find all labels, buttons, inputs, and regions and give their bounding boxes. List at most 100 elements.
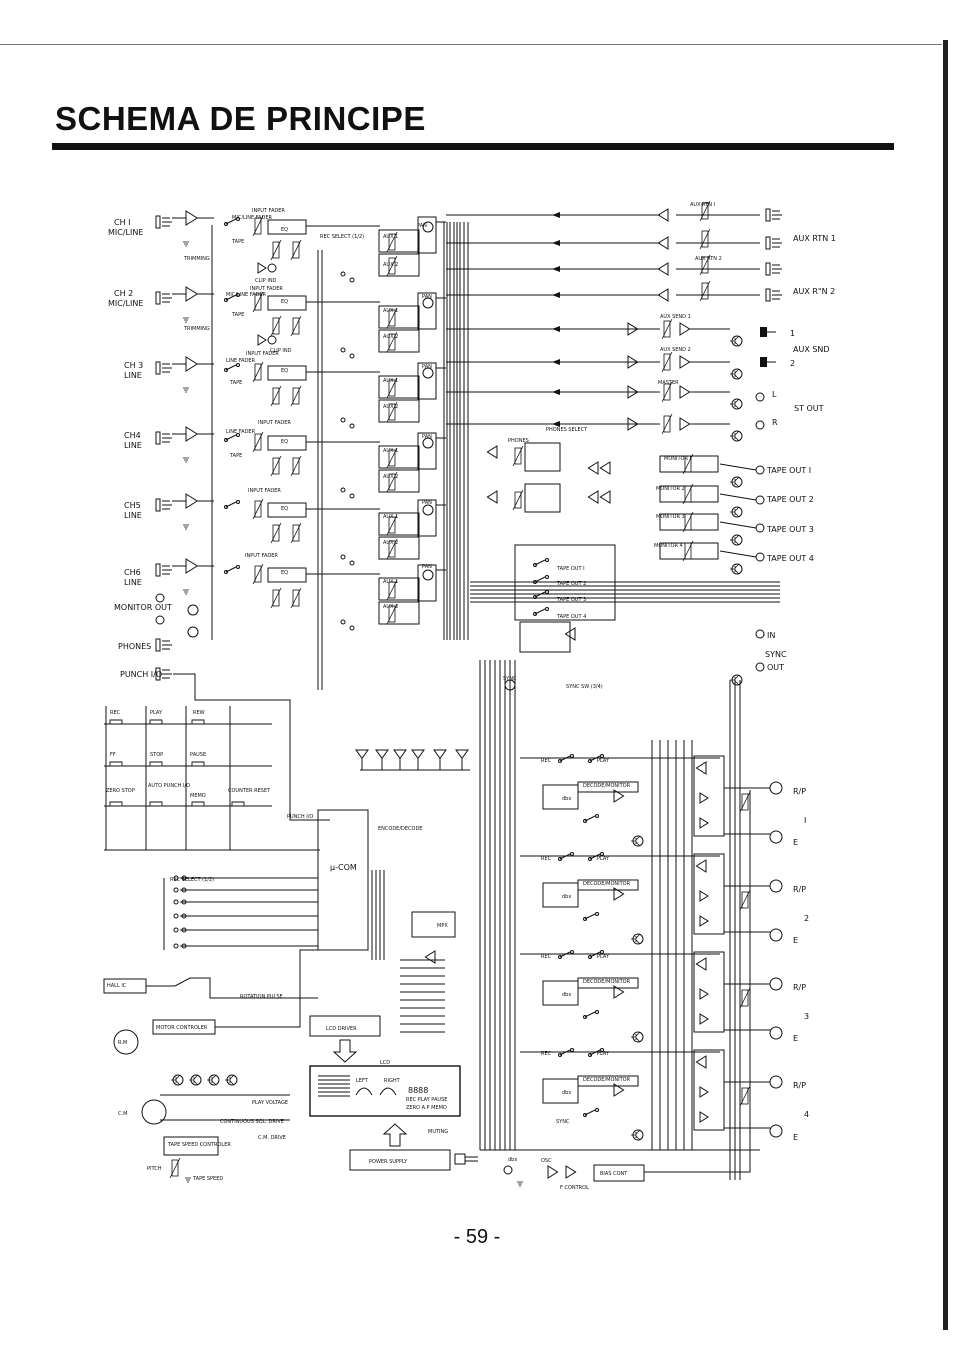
sync-out-jack-icon	[755, 662, 765, 672]
phones-select-switch-box-2	[524, 483, 561, 513]
master-r-fader	[663, 415, 671, 433]
monitor-amp-l	[599, 461, 611, 475]
rec1-label: REC	[541, 758, 552, 764]
track4-rec-switch-contact	[570, 1048, 574, 1052]
track1-label: I	[804, 816, 806, 825]
track4-rec-switch-pole	[558, 1053, 562, 1057]
ch3-eq-box	[267, 365, 307, 381]
pitch-label: PITCH	[147, 1166, 162, 1172]
ch3-aux2-pot-wiper	[386, 401, 398, 423]
e3-label: E	[793, 1034, 798, 1043]
bias-cont-box	[593, 1164, 645, 1182]
aux-rtn1-l-amp	[657, 208, 669, 222]
master-r-amp	[627, 417, 639, 431]
track4-erase-amp	[699, 1111, 709, 1123]
rec-select-contact-0	[173, 875, 179, 881]
mpx-label: MPX	[437, 923, 448, 929]
master-l-fader-wiper	[661, 381, 673, 403]
track1-rec-switch-blade	[559, 755, 571, 762]
ch1-mic-line-fader-label: MIC/LINE FADER	[232, 215, 273, 221]
aux-rtn1-r-jack-icon	[765, 236, 771, 250]
ch6-pan-label: PAN	[422, 564, 432, 570]
rec-select-contact-b2	[181, 899, 187, 905]
aux-snd-2-label: 2	[790, 359, 795, 368]
phones-select-switch-box	[524, 442, 561, 472]
ch1-label: CH I	[114, 218, 131, 227]
track1-dbx-box	[542, 784, 579, 810]
hall-ic-box	[103, 978, 147, 994]
ch6-input-fader	[254, 565, 262, 583]
ch4-rec-select-contact	[340, 487, 346, 493]
transport-key-2-0-icon	[104, 801, 128, 807]
track1-play-switch-contact	[600, 754, 604, 758]
track4-sync-switch-pole	[583, 1113, 587, 1117]
ch1-rec-select-contact	[340, 271, 346, 277]
ch6-aux2-pot-wiper	[386, 603, 398, 625]
track2-rec-switch-pole	[558, 857, 562, 861]
ch1-rec-select-contact-b	[349, 277, 355, 283]
ch2-aux2-pot	[388, 333, 396, 351]
aux-send1-amp	[627, 322, 639, 336]
ch6-tape-switch-contact	[236, 565, 240, 569]
phones-label: PHONES	[508, 438, 529, 444]
ch5-tape-switch-contact	[236, 500, 240, 504]
punch-io-line-label: PUNCH I/O	[287, 814, 313, 820]
aux-snd-label: AUX SND	[793, 345, 830, 354]
track3-head-amp-block	[693, 951, 725, 1033]
ch3-ground-icon	[183, 387, 189, 393]
tape-out2-jack-icon	[755, 495, 765, 505]
ch2-aux1-label: AUX 1	[383, 308, 398, 314]
blocks	[103, 200, 783, 1187]
monitor-labels: PHONES PHONES SELECT MONITOR I MONITOR 2…	[114, 427, 691, 690]
aux-rtn1-r-jack-icon-pins	[772, 238, 782, 248]
tape-out-sw3-label: TAPE OUT 3	[556, 597, 586, 603]
power-supply-box	[349, 1149, 451, 1171]
aux-rtn1-l-pot-wiper	[699, 200, 711, 222]
ch6-fader-label: INPUT FADER	[245, 553, 278, 559]
tape-out-sw2-label: TAPE OUT 2	[556, 581, 586, 587]
ch3-pan-box	[417, 362, 437, 400]
motor-controler-box	[152, 1019, 216, 1035]
aux-snd2-jack-icon	[760, 357, 767, 367]
aux-send2-fader-wiper	[661, 351, 673, 373]
dbx3-label: dbx	[562, 992, 571, 998]
ch2-aux2-pot-wiper	[386, 331, 398, 353]
transport-key-1-2-icon	[186, 761, 210, 767]
ch1-input-jack-icon-pins	[162, 217, 172, 227]
ch1-aux2-label: AUX 2	[383, 262, 398, 268]
ch1-eq-label: EQ	[281, 227, 288, 233]
ch1-aux1-label: AUX 1	[383, 234, 398, 240]
aux-send2-fader	[663, 353, 671, 371]
play-voltage-label: PLAY VOLTAGE	[252, 1100, 288, 1106]
ch3-tape-switch-pole	[224, 368, 228, 372]
ch1-aux1-box	[378, 229, 420, 253]
ch4-pan-pot-icon	[422, 437, 434, 449]
track2-sync-switch-blade	[584, 913, 596, 920]
ch2-rec-select-contact-b	[349, 353, 355, 359]
transport-key-1-1-icon	[144, 761, 168, 767]
ch4-input-jack-icon	[155, 431, 161, 445]
dbx1-label: dbx	[562, 796, 571, 802]
ch2-input-amp	[185, 286, 199, 302]
aux-rtn2-r-pot-wiper	[699, 280, 711, 302]
track2-bias-transistor-body	[631, 933, 641, 945]
track2-rec-switch-contact	[570, 852, 574, 856]
track3-label: 3	[804, 1012, 809, 1021]
ch5-aux1-pot-wiper	[386, 514, 398, 536]
aux-send2-amp-2	[679, 355, 691, 369]
ch5-aux2-pot-wiper	[386, 538, 398, 560]
ch6-aux1-label: AUX 1	[383, 579, 398, 585]
track3-bias-trim-wiper	[739, 987, 751, 1009]
ch3-fader-label: INPUT FADER	[246, 351, 279, 357]
track2-erase-head-icon	[769, 928, 783, 942]
tape-out-switch-4-contact	[545, 607, 549, 611]
master-l-amp-2	[679, 385, 691, 399]
monitor1-fader-wiper	[682, 453, 694, 475]
ch6-rec-select-contact-b	[349, 625, 355, 631]
monitor-out-transistor-r	[187, 626, 199, 638]
aux-rtn2-r-jack-icon	[765, 288, 771, 302]
ch4-eq-lo-pot	[272, 457, 280, 475]
lcd-label: LCD	[380, 1060, 390, 1066]
sync-in-jack-icon	[755, 629, 765, 639]
aux-rtn2-top-label: AUX RTN 2	[695, 256, 722, 262]
